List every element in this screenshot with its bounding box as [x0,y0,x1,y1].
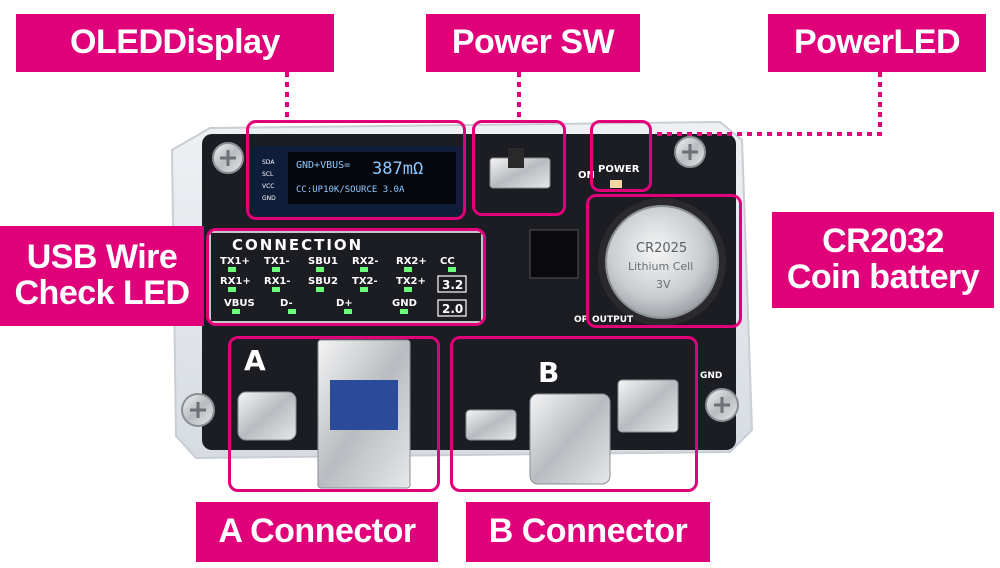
gnd-label: GND [700,371,722,381]
check-led [360,287,368,292]
oled-pin-vcc: VCC [262,183,274,190]
callout-b-connector: B Connector [466,502,710,562]
callout-cr2032-coin-battery: CR2032 Coin battery [772,212,994,308]
check-led [400,309,408,314]
led-label: RX1- [264,276,291,287]
callout-power-sw: Power SW [426,14,640,72]
usb-c-port-b[interactable] [529,393,611,485]
led-label: TX2- [352,276,378,287]
highlight-a-connector [228,336,440,492]
check-led [272,267,280,272]
highlight-oled [246,120,466,220]
mini-usb-port[interactable] [617,379,679,433]
version-20: 2.0 [442,302,463,316]
led-label: SBU2 [308,276,338,287]
power-label: POWER [598,164,640,175]
led-label: D- [280,298,293,309]
led-label: TX1- [264,256,290,267]
check-led [228,267,236,272]
label-a: A [244,344,266,377]
micro-usb-port[interactable] [465,409,517,441]
op-label: OP [574,315,589,325]
led-label: GND [392,298,417,309]
check-led [316,287,324,292]
leader-power-led [654,72,882,136]
oled-pin-scl: SCL [262,171,274,178]
version-32: 3.2 [442,278,463,292]
check-led [344,309,352,314]
check-led [360,267,368,272]
label-b: B [538,356,559,389]
check-led [404,287,412,292]
highlight-power-sw [472,120,566,216]
led-label: TX2+ [396,276,426,287]
callout-a-connector: A Connector [196,502,438,562]
led-label: RX2+ [396,256,427,267]
oled-value: 387mΩ [372,159,423,179]
check-led [288,309,296,314]
highlight-power-led [590,120,652,192]
check-led [316,267,324,272]
battery-text-3: 3V [656,278,671,291]
led-label: TX1+ [220,256,250,267]
led-label: VBUS [224,298,255,309]
check-led [228,287,236,292]
callout-oled-display: OLEDDisplay [16,14,334,72]
check-led [448,267,456,272]
led-row-1: TX1+ TX1- SBU1 RX2- RX2+ CC [220,256,456,272]
oled-screen [288,152,456,204]
oled-pin-sda: SDA [262,159,275,166]
led-row-2: RX1+ RX1- SBU2 TX2- TX2+ [220,276,426,292]
led-label: RX2- [352,256,379,267]
check-led [232,309,240,314]
led-label: D+ [336,298,353,309]
led-label: SBU1 [308,256,338,267]
coin-battery [605,205,719,319]
check-led [272,287,280,292]
led-label: CC [440,256,455,267]
connection-panel [209,231,483,323]
mcu-chip [529,229,579,279]
oled-line1: GND+VBUS= [296,160,350,171]
check-led [404,267,412,272]
connection-title: CONNECTION [232,236,363,254]
usb-c-port-a[interactable] [237,391,297,441]
on-label: ON [578,170,595,181]
highlight-battery [586,194,742,328]
callout-power-led: PowerLED [768,14,986,72]
highlight-wire-led [206,228,486,326]
oled-line2: CC:UP10K/SOURCE 3.0A [296,185,405,195]
callout-usb-wire-check-led: USB Wire Check LED [0,226,204,326]
highlight-b-connector [450,336,698,492]
led-row-3: VBUS D- D+ GND [224,298,417,314]
battery-text-1: CR2025 [636,241,687,256]
led-label: RX1+ [220,276,251,287]
output-label: OUTPUT [592,315,634,325]
battery-text-2: Lithium Cell [628,260,693,273]
power-led [610,180,622,188]
oled-pin-gnd: GND [262,195,276,202]
